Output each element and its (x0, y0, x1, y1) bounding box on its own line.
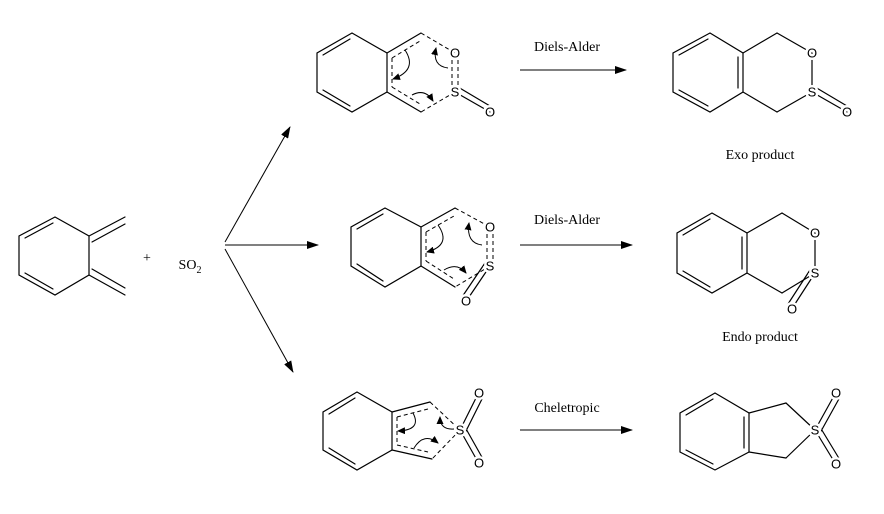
sulfur-atom: S (486, 259, 495, 274)
sulfur-dioxide-label: SO2 (179, 258, 202, 276)
exo-product-label: Exo product (726, 148, 795, 163)
endo-product-molecule: O S O (676, 212, 823, 319)
sulfur-atom: S (808, 85, 817, 100)
oxygen-atom: O (450, 46, 460, 61)
sulfone-product-molecule: S O O (679, 383, 844, 474)
exo-transition-state: O S O (316, 32, 498, 122)
oxygen-atom: O (831, 457, 841, 472)
oxygen-atom: O (831, 386, 841, 401)
sulfur-atom: S (811, 266, 820, 281)
sulfur-atom: S (451, 85, 460, 100)
endo-transition-state: O S O (350, 207, 498, 311)
oxygen-atom: O (485, 220, 495, 235)
oxygen-atom: O (474, 456, 484, 471)
oxygen-atom: O (787, 302, 797, 317)
oxygen-atom: O (461, 294, 471, 309)
cheletropic-transition-state: S O O (322, 383, 487, 473)
oxygen-atom: O (485, 105, 495, 120)
arrow-to-exo-ts (224, 126, 291, 243)
arrow-to-cheletropic-ts (224, 248, 294, 373)
o-xylylene-molecule (18, 216, 126, 296)
reaction-label-cheletropic: Cheletropic (534, 401, 599, 416)
oxygen-atom: O (474, 386, 484, 401)
oxygen-atom: O (810, 226, 820, 241)
endo-product-label: Endo product (722, 330, 798, 345)
reaction-label-diels-alder: Diels-Alder (534, 213, 600, 228)
sulfur-atom: S (811, 423, 820, 438)
reaction-label-diels-alder: Diels-Alder (534, 40, 600, 55)
oxygen-atom: O (807, 46, 817, 61)
oxygen-atom: O (842, 105, 852, 120)
plus-sign: + (143, 251, 151, 266)
sulfur-atom: S (456, 423, 465, 438)
exo-product-molecule: O S O (672, 32, 855, 122)
